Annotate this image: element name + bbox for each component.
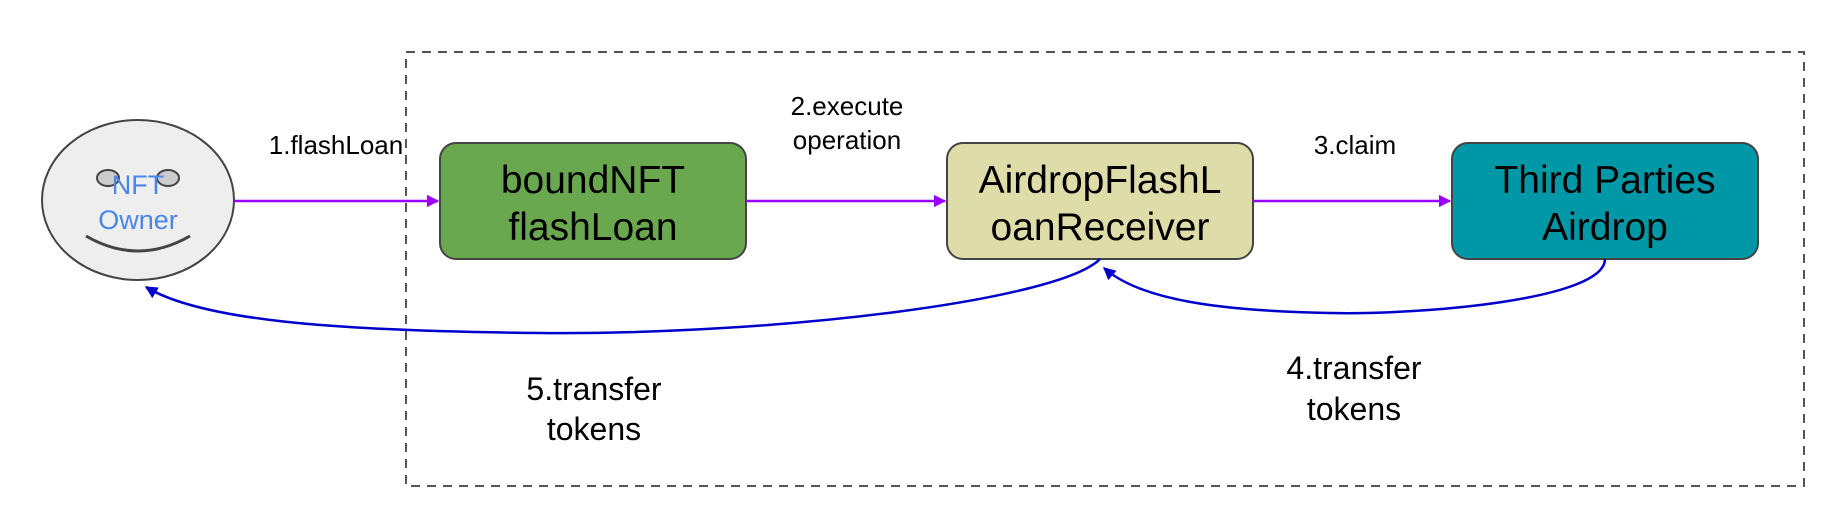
owner-label-line2: Owner bbox=[98, 205, 178, 235]
airdrop-node: Third Parties Airdrop bbox=[1451, 142, 1759, 260]
edge-label-transfer5-line1: 5.transfer bbox=[526, 371, 662, 407]
bound-nft-label-line2: flashLoan bbox=[508, 206, 677, 249]
bound-nft-label-line1: boundNFT bbox=[501, 159, 685, 202]
edge-label-claim: 3.claim bbox=[1314, 130, 1396, 160]
edge-label-execute-line1: 2.execute bbox=[791, 91, 904, 121]
edge-label-transfer5-line2: tokens bbox=[547, 411, 641, 447]
nft-owner-node: NFT Owner bbox=[41, 119, 235, 281]
bound-nft-node: boundNFT flashLoan bbox=[439, 142, 747, 260]
edge-label-execute-line2: operation bbox=[793, 125, 901, 155]
owner-circle bbox=[41, 119, 235, 281]
system-boundary bbox=[405, 51, 1805, 487]
receiver-label-line1: AirdropFlashL bbox=[979, 159, 1222, 202]
edge-label-transfer4-line1: 4.transfer bbox=[1286, 350, 1422, 386]
receiver-node: AirdropFlashL oanReceiver bbox=[946, 142, 1254, 260]
airdrop-label-line1: Third Parties bbox=[1494, 159, 1715, 202]
owner-label-line1: NFT bbox=[112, 170, 164, 200]
receiver-label-line2: oanReceiver bbox=[991, 206, 1210, 249]
edge-label-transfer4-line2: tokens bbox=[1307, 391, 1401, 427]
smiley-face-icon bbox=[85, 169, 191, 253]
arrow-transfer-to-receiver bbox=[1103, 258, 1607, 315]
edge-label-flashloan: 1.flashLoan bbox=[269, 130, 403, 160]
airdrop-label-line2: Airdrop bbox=[1542, 206, 1668, 249]
arrow-transfer-to-owner bbox=[144, 258, 1101, 335]
